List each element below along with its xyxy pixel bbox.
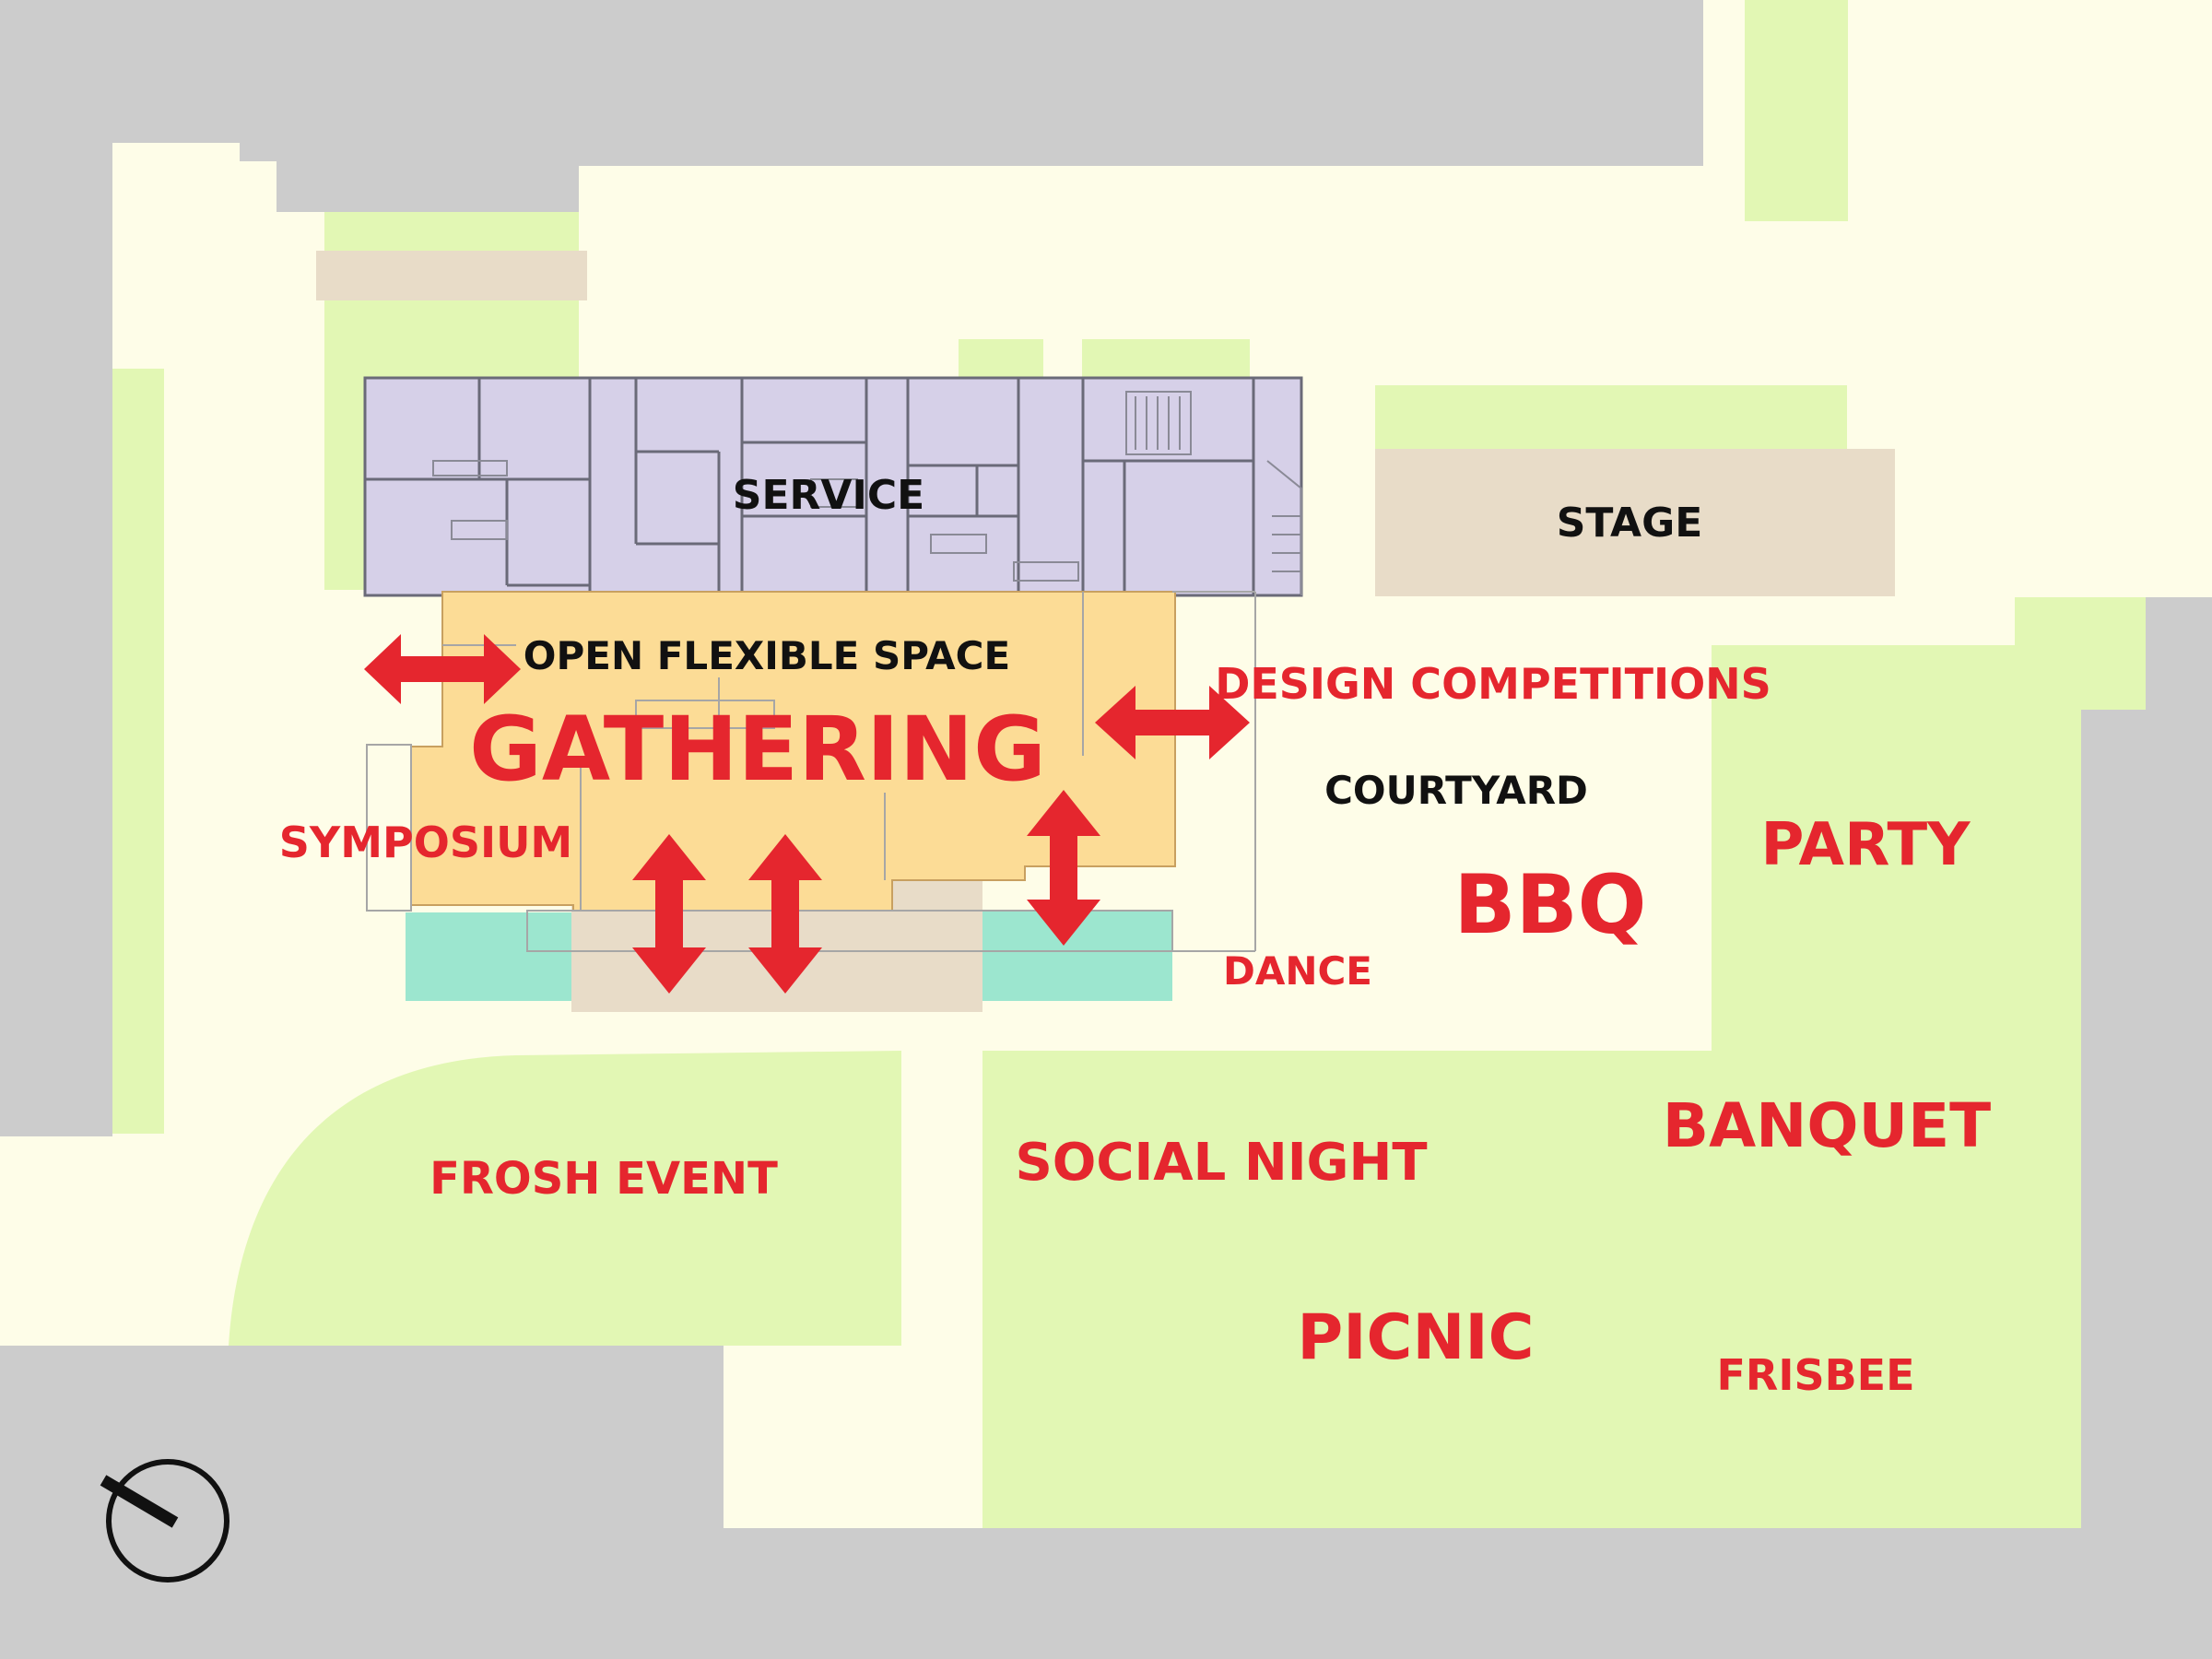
event-label-dance: DANCE	[1223, 948, 1372, 994]
double-arrow-horizontal-left	[364, 634, 521, 704]
event-label-party: PARTY	[1761, 811, 1971, 879]
flow-arrows	[364, 634, 1250, 994]
event-label-design-competitions: DESIGN COMPETITIONS	[1215, 659, 1771, 709]
double-arrow-vertical-2	[748, 834, 822, 994]
event-label-frosh-event: FROSH EVENT	[429, 1153, 778, 1205]
zone-label-open-flexible-space: OPEN FLEXIBLE SPACE	[524, 633, 1010, 678]
double-arrow-vertical-3	[1027, 790, 1100, 946]
zone-label-courtyard: COURTYARD	[1324, 768, 1588, 813]
zone-label-service: SERVICE	[733, 472, 924, 519]
upper-bench-deck	[316, 251, 587, 300]
event-label-symposium: SYMPOSIUM	[279, 818, 572, 867]
service-building	[363, 376, 1303, 597]
double-arrow-vertical-1	[632, 834, 706, 994]
event-label-frisbee: FRISBEE	[1717, 1350, 1915, 1400]
zone-label-gathering: GATHERING	[469, 698, 1046, 801]
event-label-picnic: PICNIC	[1297, 1301, 1534, 1374]
stage-deck	[1375, 449, 1895, 596]
zone-label-stage: STAGE	[1557, 500, 1703, 547]
event-label-social-night: SOCIAL NIGHT	[1015, 1133, 1427, 1193]
event-label-banquet: BANQUET	[1663, 1090, 1991, 1161]
gathering-space	[366, 591, 1256, 952]
double-arrow-horizontal-right	[1095, 686, 1250, 759]
event-label-bbq: BBQ	[1454, 857, 1647, 952]
water-feature-left	[406, 912, 571, 1001]
north-arrow-icon	[100, 1459, 229, 1583]
